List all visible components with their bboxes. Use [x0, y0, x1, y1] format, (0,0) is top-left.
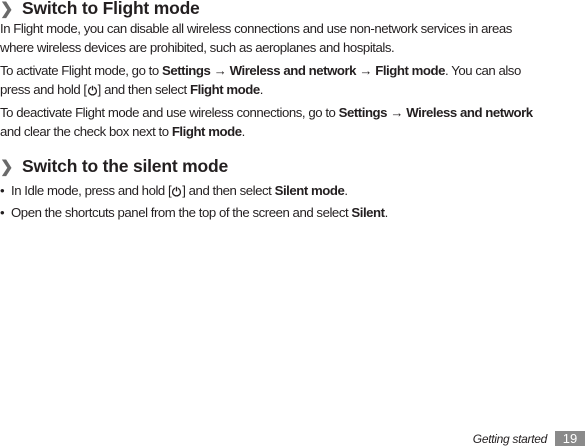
- intro-line-1: In Flight mode, you can disable all wire…: [0, 21, 512, 36]
- deactivate-line-1: To deactivate Flight mode and use wirele…: [0, 103, 533, 122]
- chevron-right-icon: ❯: [0, 158, 14, 176]
- text: and clear the check box next to: [0, 124, 172, 139]
- bullet: •: [0, 205, 5, 220]
- menu-path-wireless: Wireless and network: [229, 63, 357, 78]
- bullet-item-shortcuts-panel: • Open the shortcuts panel from the top o…: [0, 203, 388, 222]
- text: .: [384, 205, 389, 220]
- power-icon: [87, 85, 97, 96]
- activate-line-1: To activate Flight mode, go to Settings …: [0, 61, 521, 80]
- text: .: [259, 82, 264, 97]
- text: . You can also: [445, 63, 521, 78]
- text: .: [241, 124, 246, 139]
- bullet: •: [0, 183, 5, 198]
- text: ] and then select: [182, 183, 275, 198]
- text: To activate Flight mode, go to: [0, 63, 162, 78]
- power-icon: [172, 186, 182, 197]
- heading-text: Switch to the silent mode: [22, 156, 228, 176]
- text: To deactivate Flight mode and use wirele…: [0, 105, 339, 120]
- option-flight-mode: Flight mode: [189, 82, 260, 97]
- deactivate-line-2: and clear the check box next to Flight m…: [0, 122, 245, 141]
- page-footer: Getting started 19: [473, 431, 585, 446]
- menu-path-settings: Settings: [338, 105, 388, 120]
- section-heading-flight-mode: ❯ Switch to Flight mode: [0, 0, 200, 19]
- text: ] and then select: [97, 82, 190, 97]
- heading-text: Switch to Flight mode: [22, 0, 200, 18]
- activate-line-2: press and hold [ ] and then select Flight…: [0, 80, 263, 99]
- arrow: →: [210, 63, 230, 78]
- arrow: →: [387, 105, 407, 120]
- option-silent: Silent: [351, 205, 385, 220]
- bullet-item-idle-mode: • In Idle mode, press and hold [ ] and the…: [0, 181, 348, 200]
- option-flight-mode: Flight mode: [171, 124, 242, 139]
- menu-path-wireless: Wireless and network: [406, 105, 533, 120]
- chevron-right-icon: ❯: [0, 0, 14, 18]
- text: press and hold [: [0, 82, 87, 97]
- page-number: 19: [555, 431, 585, 446]
- arrow: →: [356, 63, 376, 78]
- text: In Idle mode, press and hold [: [11, 183, 172, 198]
- menu-path-flight-mode: Flight mode: [375, 63, 446, 78]
- menu-path-settings: Settings: [161, 63, 211, 78]
- option-silent-mode: Silent mode: [274, 183, 345, 198]
- text: Open the shortcuts panel from the top of…: [11, 205, 352, 220]
- intro-line-2: where wireless devices are prohibited, s…: [0, 40, 395, 55]
- text: .: [344, 183, 348, 198]
- footer-section-label: Getting started: [472, 431, 548, 446]
- section-heading-silent-mode: ❯ Switch to the silent mode: [0, 156, 228, 177]
